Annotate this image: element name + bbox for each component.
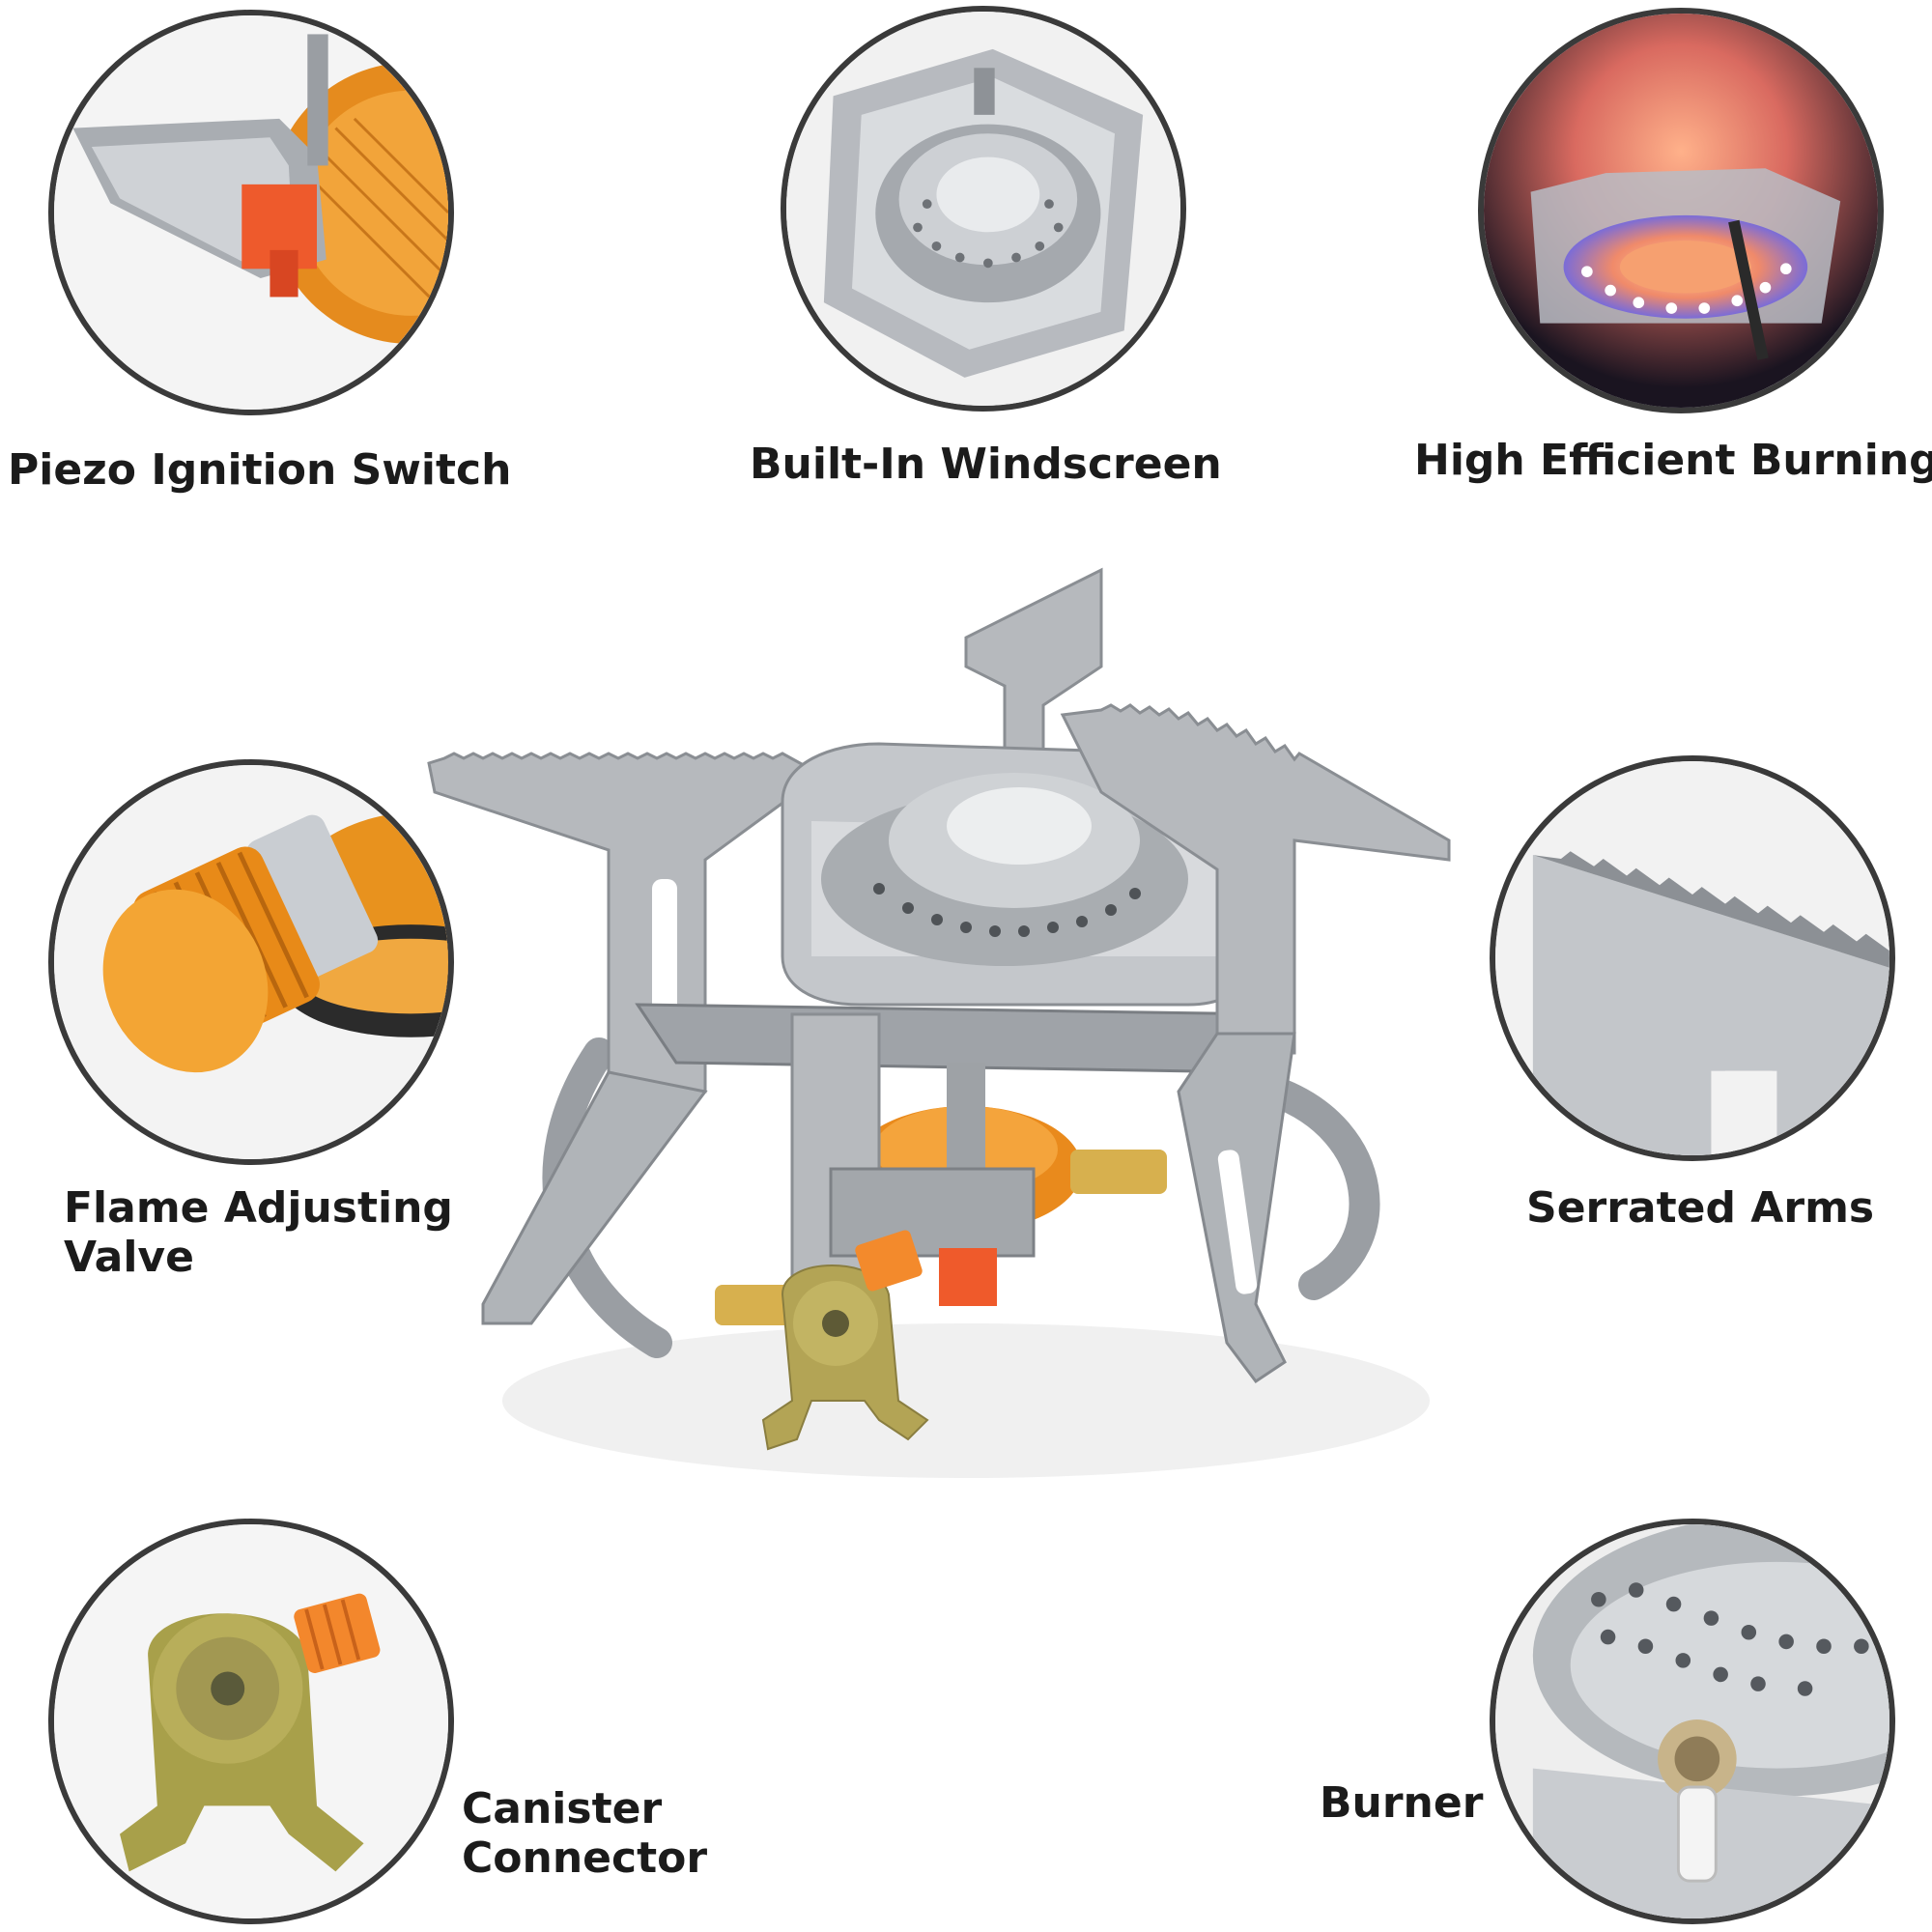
canister-connector-label: Canister Connector bbox=[462, 1784, 708, 1883]
canister-connector-detail-image bbox=[48, 1519, 454, 1924]
windscreen-detail-image bbox=[781, 6, 1186, 412]
canister-connector-illustration bbox=[54, 1524, 448, 1918]
burner-label: Burner bbox=[1320, 1778, 1484, 1828]
canister-connector-label-line-1: Canister bbox=[462, 1784, 663, 1833]
valve-label-line-2: Valve bbox=[64, 1232, 194, 1282]
piezo-ignition-illustration bbox=[54, 15, 448, 410]
piezo-ignition-label: Piezo Ignition Switch bbox=[8, 445, 512, 495]
valve-label-line-1: Flame Adjusting bbox=[64, 1183, 453, 1233]
serrated-arm-illustration bbox=[1495, 761, 1889, 1155]
valve-label: Flame Adjusting Valve bbox=[64, 1183, 453, 1282]
valve-knob-illustration bbox=[54, 765, 448, 1159]
serrated-arms-label: Serrated Arms bbox=[1526, 1183, 1875, 1233]
burner-illustration bbox=[1495, 1524, 1889, 1918]
burning-detail-image bbox=[1478, 8, 1884, 413]
canister-connector-label-line-2: Connector bbox=[462, 1833, 708, 1883]
windscreen-illustration bbox=[786, 12, 1180, 406]
camping-stove-illustration bbox=[427, 567, 1451, 1478]
valve-detail-image bbox=[48, 759, 454, 1165]
stove-product-image bbox=[425, 551, 1507, 1517]
serrated-arms-detail-image bbox=[1490, 755, 1895, 1161]
flame-illustration bbox=[1484, 14, 1878, 408]
piezo-ignition-detail-image bbox=[48, 10, 454, 415]
burner-detail-image bbox=[1490, 1519, 1895, 1924]
burning-label: High Efficient Burning bbox=[1414, 436, 1932, 485]
windscreen-label: Built-In Windscreen bbox=[750, 440, 1222, 489]
